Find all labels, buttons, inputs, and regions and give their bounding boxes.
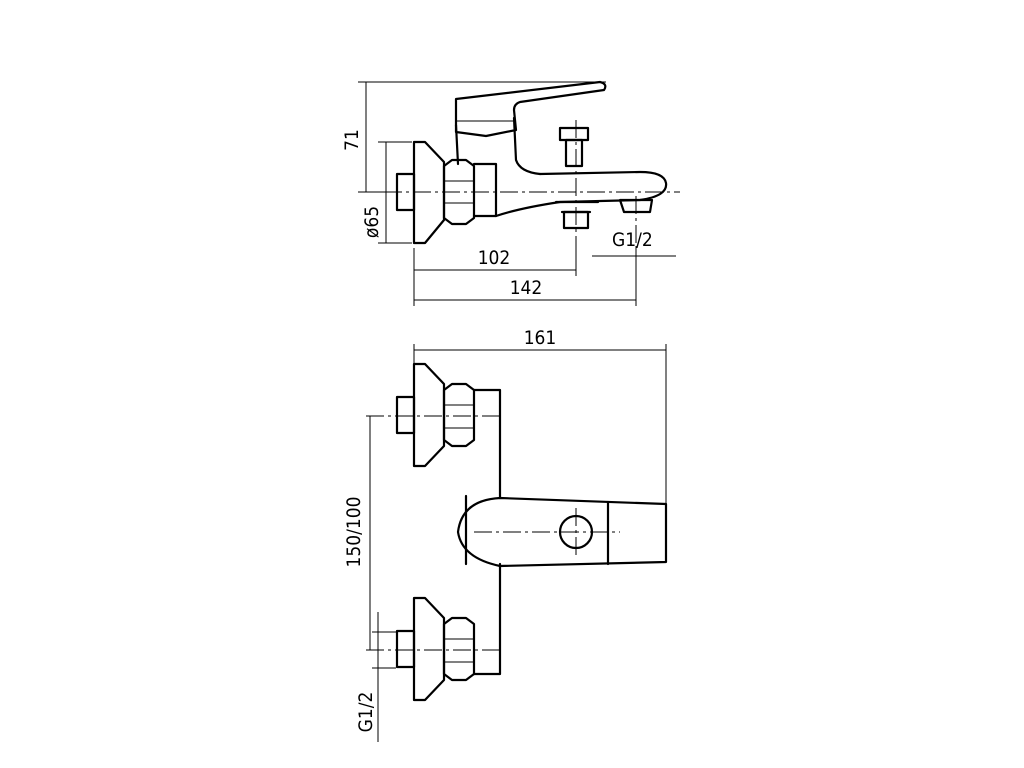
lower-wall-flange <box>412 596 446 702</box>
side-view: 71 ø65 G1/2 102 142 <box>341 80 680 306</box>
dim-total-length: 142 <box>510 277 543 299</box>
mixer-body <box>472 162 498 218</box>
dim-diameter: ø65 <box>361 206 383 238</box>
mixer-body-front <box>472 388 502 676</box>
upper-inlet-stub <box>395 395 416 435</box>
dim-center-distance: 150/100 <box>343 497 365 568</box>
lever-handle-front <box>456 496 668 568</box>
dim-width: 161 <box>524 327 557 349</box>
dim-height: 71 <box>341 129 363 151</box>
dim-thread-front: G1/2 <box>355 692 377 733</box>
upper-hex-nut <box>442 382 476 448</box>
wall-flange <box>412 140 446 245</box>
hex-nut <box>442 158 476 226</box>
lever-handle <box>454 80 607 138</box>
upper-wall-flange <box>412 362 446 468</box>
front-view: 161 150/100 G1/2 <box>343 327 668 742</box>
lower-hex-nut <box>442 616 476 682</box>
spout <box>494 170 668 218</box>
dim-thread-top: G1/2 <box>612 229 653 251</box>
diverter-knob <box>558 126 590 142</box>
lower-inlet-stub <box>395 629 416 669</box>
dim-spout-offset: 102 <box>478 247 511 269</box>
